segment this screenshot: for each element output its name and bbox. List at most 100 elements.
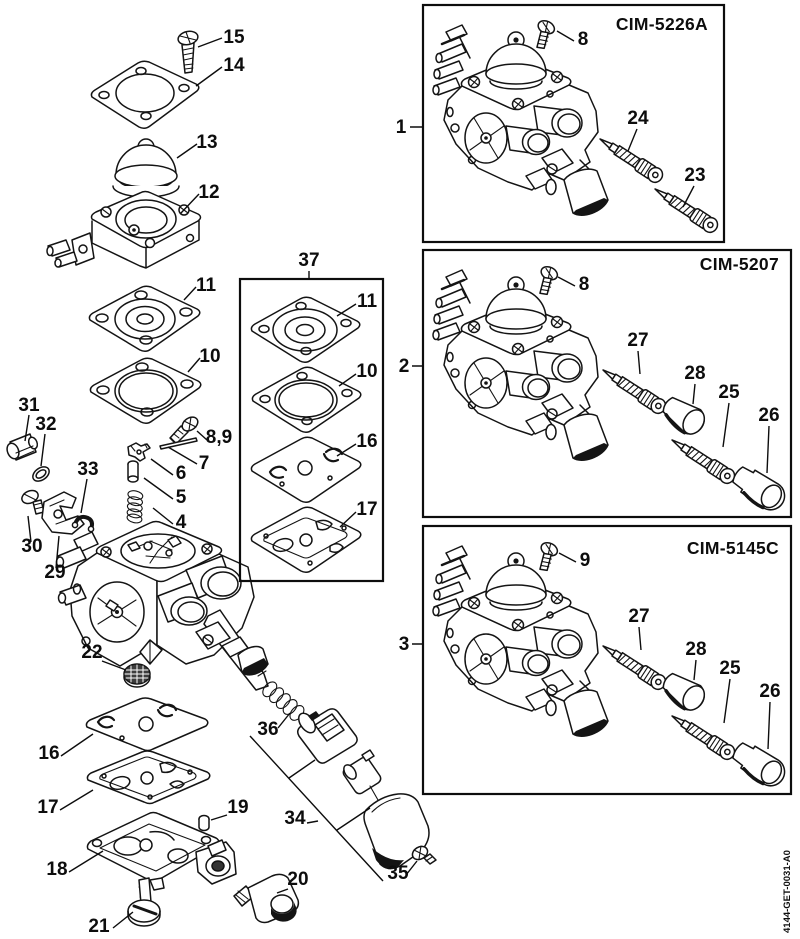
callout-11: 11 (196, 275, 217, 296)
part-oring-32 (32, 466, 50, 482)
panel2-callout-8: 8 (579, 274, 590, 295)
panel2-callout-27: 27 (627, 330, 648, 351)
panel1-screw-8 (528, 17, 558, 52)
box37-diaphragm-11 (250, 296, 361, 364)
detail-box-37 (238, 277, 385, 583)
panel1-model-title: CIM-5226A (616, 14, 708, 34)
part-gasket-10 (89, 357, 202, 425)
bracket-34 (249, 735, 384, 882)
panel2-callout-26: 26 (758, 405, 779, 426)
main-leaders (24, 37, 422, 929)
panel3-callout-27: 27 (628, 606, 649, 627)
callout-box37-17: 17 (356, 499, 377, 520)
callout-10: 10 (199, 346, 220, 367)
part-screw-21 (127, 877, 161, 927)
panel3-callout-25: 25 (719, 658, 741, 679)
callout-35: 35 (387, 863, 409, 884)
callout-37: 37 (298, 250, 319, 271)
box37-gasket-17 (250, 506, 362, 574)
callout-34: 34 (284, 808, 306, 829)
panel3-carburetor (431, 544, 610, 738)
part-plate-14 (90, 60, 200, 130)
part-bulb-13 (112, 138, 180, 198)
part-screw-30 (21, 489, 45, 515)
callout-box37-10: 10 (356, 361, 377, 382)
callout-box37-11: 11 (357, 291, 378, 312)
callout-20: 20 (287, 869, 308, 890)
panel1-frame (421, 3, 726, 244)
panel3-needle-27 (598, 638, 670, 693)
panel3-callout-26: 26 (759, 681, 780, 702)
callout-31: 31 (18, 395, 40, 416)
panel-cim-5207 (421, 248, 793, 519)
callout-4: 4 (176, 512, 187, 533)
panel3-frame (421, 524, 793, 796)
part-spring-4 (126, 490, 144, 524)
panel3-model-title: CIM-5145C (687, 538, 779, 558)
panel3-screw-9 (531, 539, 561, 574)
part-choke-assembly-34 (296, 708, 430, 870)
callout-22: 22 (81, 642, 102, 663)
callout-15: 15 (223, 27, 245, 48)
main-exploded-view (6, 30, 437, 927)
callout-14: 14 (223, 55, 245, 76)
part-screw-35 (411, 845, 437, 865)
part-plug-19 (198, 814, 210, 832)
panel1-needle-24 (595, 131, 667, 186)
box-37-frame (238, 277, 385, 583)
panel2-model-title: CIM-5207 (700, 254, 779, 274)
panel2-needle-27 (598, 362, 670, 417)
callout-16: 16 (38, 743, 59, 764)
panel2-frame (421, 248, 793, 519)
callout-21: 21 (88, 916, 110, 937)
part-pin-7 (159, 437, 198, 450)
callout-8-9: 8,9 (206, 427, 232, 448)
callout-18: 18 (46, 859, 67, 880)
panel3-leaders (558, 552, 771, 750)
callout-box37-16: 16 (356, 431, 377, 452)
callout-19: 19 (227, 797, 248, 818)
box37-gasket-10 (251, 366, 362, 434)
part-valve-5 (127, 460, 139, 483)
panel1-callout-8: 8 (578, 29, 589, 50)
callout-33: 33 (77, 459, 98, 480)
panel3-needle-25 (667, 708, 739, 763)
panel2-screw-8 (531, 263, 561, 298)
part-carb-body (55, 520, 269, 691)
part-clip-33 (71, 514, 95, 533)
part-fork-29 (41, 491, 85, 535)
panel3-cap-26 (726, 735, 792, 794)
panel1-carburetor (431, 23, 610, 217)
part-diaphragm-11 (88, 285, 201, 353)
ref-label-3: 3 (399, 634, 410, 655)
callout-6: 6 (176, 463, 187, 484)
callout-12: 12 (198, 182, 219, 203)
callout-5: 5 (176, 487, 187, 508)
part-lever-6 (127, 442, 151, 462)
panel3-callout-9: 9 (580, 550, 591, 571)
part-cap-20 (233, 873, 300, 924)
callout-29: 29 (44, 562, 65, 583)
doc-number: 4144-GET-0031-A0 (782, 850, 793, 933)
part-gasket-17 (86, 750, 211, 805)
panel2-carburetor (431, 268, 610, 462)
callout-30: 30 (21, 536, 42, 557)
panel2-callout-28: 28 (684, 363, 705, 384)
callouts: 15 14 13 12 11 10 37 11 10 16 17 31 32 3… (18, 14, 793, 937)
panel2-leaders (557, 276, 770, 474)
part-screw-15 (177, 30, 199, 74)
box37-diaphragm-16 (250, 436, 362, 504)
panel1-leaders (556, 30, 695, 208)
callout-7: 7 (199, 453, 210, 474)
ref-label-2: 2 (399, 356, 410, 377)
part-body-12 (46, 190, 202, 269)
part-cap-31 (6, 433, 39, 461)
callout-13: 13 (196, 132, 217, 153)
panel-cim-5226a (421, 3, 726, 244)
panel1-needle-23 (650, 181, 722, 236)
panel-cim-5145c (421, 524, 793, 796)
callout-32: 32 (35, 414, 56, 435)
callout-17: 17 (37, 797, 58, 818)
